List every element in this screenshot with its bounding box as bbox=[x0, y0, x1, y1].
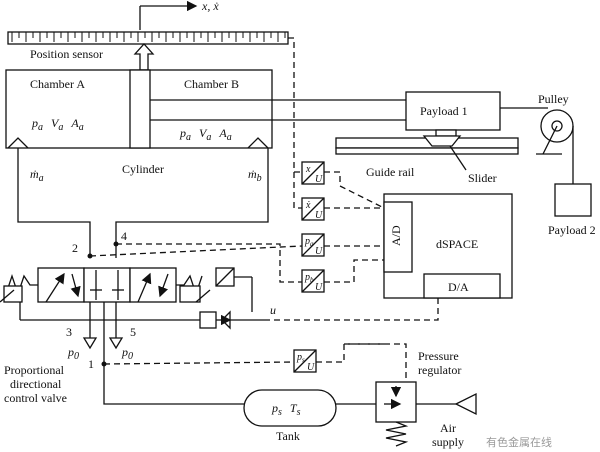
guide-rail-label: Guide rail bbox=[366, 165, 415, 179]
valve-label-1: Proportional bbox=[4, 363, 65, 377]
da-label: D/A bbox=[448, 280, 469, 294]
regulator-label-1: Pressure bbox=[418, 349, 459, 363]
svg-text:U: U bbox=[315, 282, 323, 293]
flow-a-label: ṁa bbox=[30, 167, 44, 184]
port-1-label: 1 bbox=[88, 357, 94, 371]
payload-2: Payload 2 bbox=[548, 183, 596, 237]
slider-label: Slider bbox=[468, 171, 497, 185]
svg-text:ps: ps bbox=[296, 352, 305, 364]
svg-text:U: U bbox=[315, 174, 323, 185]
valve-label-3: control valve bbox=[4, 391, 67, 405]
converter-ps: ps U bbox=[293, 349, 317, 373]
position-sensor: Position sensor bbox=[7, 31, 289, 71]
svg-text:pb: pb bbox=[304, 272, 314, 284]
converter-xdot: ẋ U bbox=[301, 197, 325, 221]
svg-text:U: U bbox=[307, 362, 315, 373]
svg-text:x: x bbox=[305, 164, 311, 175]
guide-rail: Guide rail Slider bbox=[335, 135, 519, 185]
pulley: Pulley bbox=[536, 92, 574, 155]
regulator-label-2: regulator bbox=[418, 363, 461, 377]
converter-x: x U bbox=[301, 161, 325, 185]
payload-1: Payload 1 bbox=[405, 91, 501, 137]
flow-b-label: ṁb bbox=[248, 167, 262, 184]
port-3-label: 3 bbox=[66, 325, 72, 339]
air-label-2: supply bbox=[432, 435, 464, 449]
position-sensor-label: Position sensor bbox=[30, 47, 103, 61]
watermark: 有色金属在线 bbox=[486, 435, 552, 449]
svg-text:pa: pa bbox=[304, 236, 314, 248]
valve-input-label: u bbox=[270, 303, 276, 317]
payload-2-label: Payload 2 bbox=[548, 223, 596, 237]
port-2-label: 2 bbox=[72, 241, 78, 255]
position-axis: x, ẋ bbox=[139, 0, 219, 30]
port-4-label: 4 bbox=[121, 229, 127, 243]
svg-text:ẋ: ẋ bbox=[305, 200, 311, 211]
proportional-valve: u bbox=[0, 267, 276, 330]
air-label-1: Air bbox=[440, 421, 456, 435]
converters: x U ẋ U pa U pb U ps U bbox=[293, 161, 325, 373]
exhaust-3-label: p0 bbox=[67, 345, 79, 362]
valve-label-2: directional bbox=[10, 377, 62, 391]
chamber-a-label: Chamber A bbox=[30, 77, 85, 91]
converter-pb: pb U bbox=[301, 269, 325, 293]
axis-label: x, ẋ bbox=[201, 0, 219, 13]
payload-1-label: Payload 1 bbox=[420, 104, 468, 118]
tank-label: Tank bbox=[276, 429, 300, 443]
ad-label: A/D bbox=[389, 225, 403, 246]
port-5-label: 5 bbox=[130, 325, 136, 339]
cylinder-label: Cylinder bbox=[122, 162, 164, 176]
pulley-label: Pulley bbox=[538, 92, 569, 106]
dspace-label: dSPACE bbox=[436, 237, 478, 251]
svg-text:U: U bbox=[315, 246, 323, 257]
svg-text:U: U bbox=[315, 210, 323, 221]
exhaust-5-label: p0 bbox=[121, 345, 133, 362]
dspace-box: dSPACE A/D D/A bbox=[383, 193, 513, 299]
chamber-b-label: Chamber B bbox=[184, 77, 239, 91]
pressure-regulator: Pressure regulator Air supply bbox=[375, 349, 477, 449]
converter-pa: pa U bbox=[301, 233, 325, 257]
